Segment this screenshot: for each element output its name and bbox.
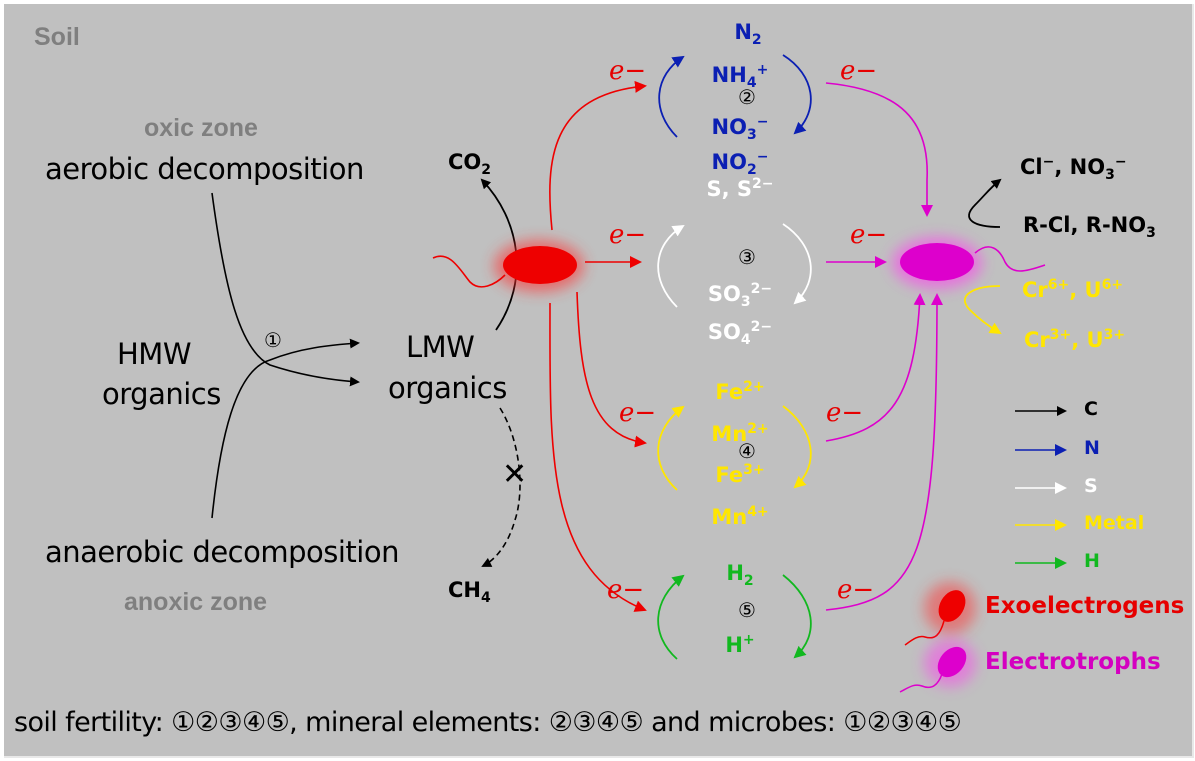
hmw-label-line2: organics bbox=[102, 377, 221, 411]
organic-products-label: Cl−, NO3− bbox=[1020, 154, 1127, 183]
metal-products-label: Cr3+, U3+ bbox=[1024, 327, 1126, 352]
electron-label: e− bbox=[837, 575, 875, 605]
legend-label-s: S bbox=[1084, 475, 1098, 497]
diagram-canvas bbox=[4, 4, 1194, 758]
s-species-so3: SO32− bbox=[707, 281, 773, 310]
electron-label: e− bbox=[609, 220, 647, 250]
s-species-so4: SO42− bbox=[707, 319, 773, 348]
legend-label-exoelectrogens: Exoelectrogens bbox=[985, 593, 1185, 619]
electrotroph-flagellum bbox=[974, 246, 1046, 272]
cycle-1-number: ① bbox=[264, 328, 282, 352]
electron-label: e− bbox=[619, 398, 657, 428]
cycle-4-number: ④ bbox=[738, 439, 756, 463]
n-species-no2: NO2− bbox=[711, 149, 769, 178]
anaerobic-decomposition-label: anaerobic decomposition bbox=[45, 535, 399, 569]
h-species-h2: H2 bbox=[726, 561, 754, 589]
electrotroph-cell[interactable] bbox=[900, 243, 974, 281]
ch4-label: CH4 bbox=[448, 578, 491, 606]
legend-label-h: H bbox=[1084, 550, 1100, 572]
lmw-to-ch4-path bbox=[481, 407, 521, 567]
h-species-hplus: H+ bbox=[725, 632, 755, 657]
oxic-zone-label: oxic zone bbox=[144, 114, 258, 142]
electron-path-from-n bbox=[825, 82, 933, 217]
anaerobic-path bbox=[211, 338, 360, 519]
cycle-5-number: ⑤ bbox=[738, 598, 756, 622]
n-species-n2: N2 bbox=[734, 20, 762, 48]
metal-reduction-arrow bbox=[963, 285, 1002, 335]
legend-label-n: N bbox=[1084, 437, 1100, 459]
lmw-label-line2: organics bbox=[388, 371, 507, 405]
organic-reactants-label: R-Cl, R-NO3 bbox=[1023, 213, 1156, 241]
electron-label: e− bbox=[850, 220, 888, 250]
legend-arrows bbox=[1015, 406, 1067, 569]
metal-species-fe2: Fe2+ bbox=[715, 379, 765, 404]
anoxic-zone-label: anoxic zone bbox=[124, 588, 268, 616]
electron-path-to-h bbox=[549, 302, 647, 612]
blocked-cross-icon: ✕ bbox=[502, 457, 528, 492]
aerobic-path bbox=[211, 192, 360, 387]
co2-label: CO2 bbox=[448, 150, 492, 178]
legend-label-electrotrophs: Electrotrophs bbox=[985, 649, 1161, 675]
cycle-2-number: ② bbox=[738, 85, 756, 109]
footer-summary: soil fertility: ①②③④⑤, mineral elements:… bbox=[14, 707, 962, 738]
h-cycle-arrows bbox=[657, 574, 812, 660]
electron-path-from-metal bbox=[825, 293, 926, 442]
electron-path-to-n bbox=[549, 80, 647, 231]
exoelectrogen-cell[interactable] bbox=[503, 246, 577, 284]
legend-electrotroph-icon bbox=[899, 639, 976, 693]
legend-exoelectrogen-icon bbox=[904, 582, 976, 646]
n-species-nh4: NH4+ bbox=[711, 62, 769, 91]
soil-title: Soil bbox=[34, 23, 80, 51]
metal-species-fe3: Fe3+ bbox=[715, 462, 765, 487]
hmw-label-line1: HMW bbox=[117, 337, 192, 371]
legend-label-c: C bbox=[1084, 398, 1098, 420]
n-cycle-arrows bbox=[658, 54, 812, 138]
electron-label: e− bbox=[609, 56, 647, 86]
aerobic-decomposition-label: aerobic decomposition bbox=[45, 152, 364, 186]
s-species-s: S, S2− bbox=[706, 176, 774, 201]
metal-reactants-label: Cr6+, U6+ bbox=[1022, 277, 1124, 302]
cycle-3-number: ③ bbox=[738, 245, 756, 269]
s-cycle-arrows bbox=[657, 223, 812, 308]
electron-label: e− bbox=[840, 56, 878, 86]
exoelectrogen-flagellum bbox=[432, 255, 506, 288]
metal-species-mn2: Mn2+ bbox=[711, 421, 769, 446]
lmw-label-line1: LMW bbox=[406, 330, 475, 364]
organic-dehalogenation-arrow bbox=[968, 178, 1002, 228]
electron-path-from-h bbox=[825, 293, 943, 611]
legend-label-metal: Metal bbox=[1084, 512, 1145, 534]
metal-cycle-arrows bbox=[657, 405, 812, 491]
electron-path-to-metal bbox=[576, 291, 647, 448]
electron-label: e− bbox=[826, 398, 864, 428]
metal-species-mn4: Mn4+ bbox=[711, 504, 769, 529]
n-species-no3: NO3− bbox=[711, 114, 769, 143]
electron-label: e− bbox=[607, 575, 645, 605]
